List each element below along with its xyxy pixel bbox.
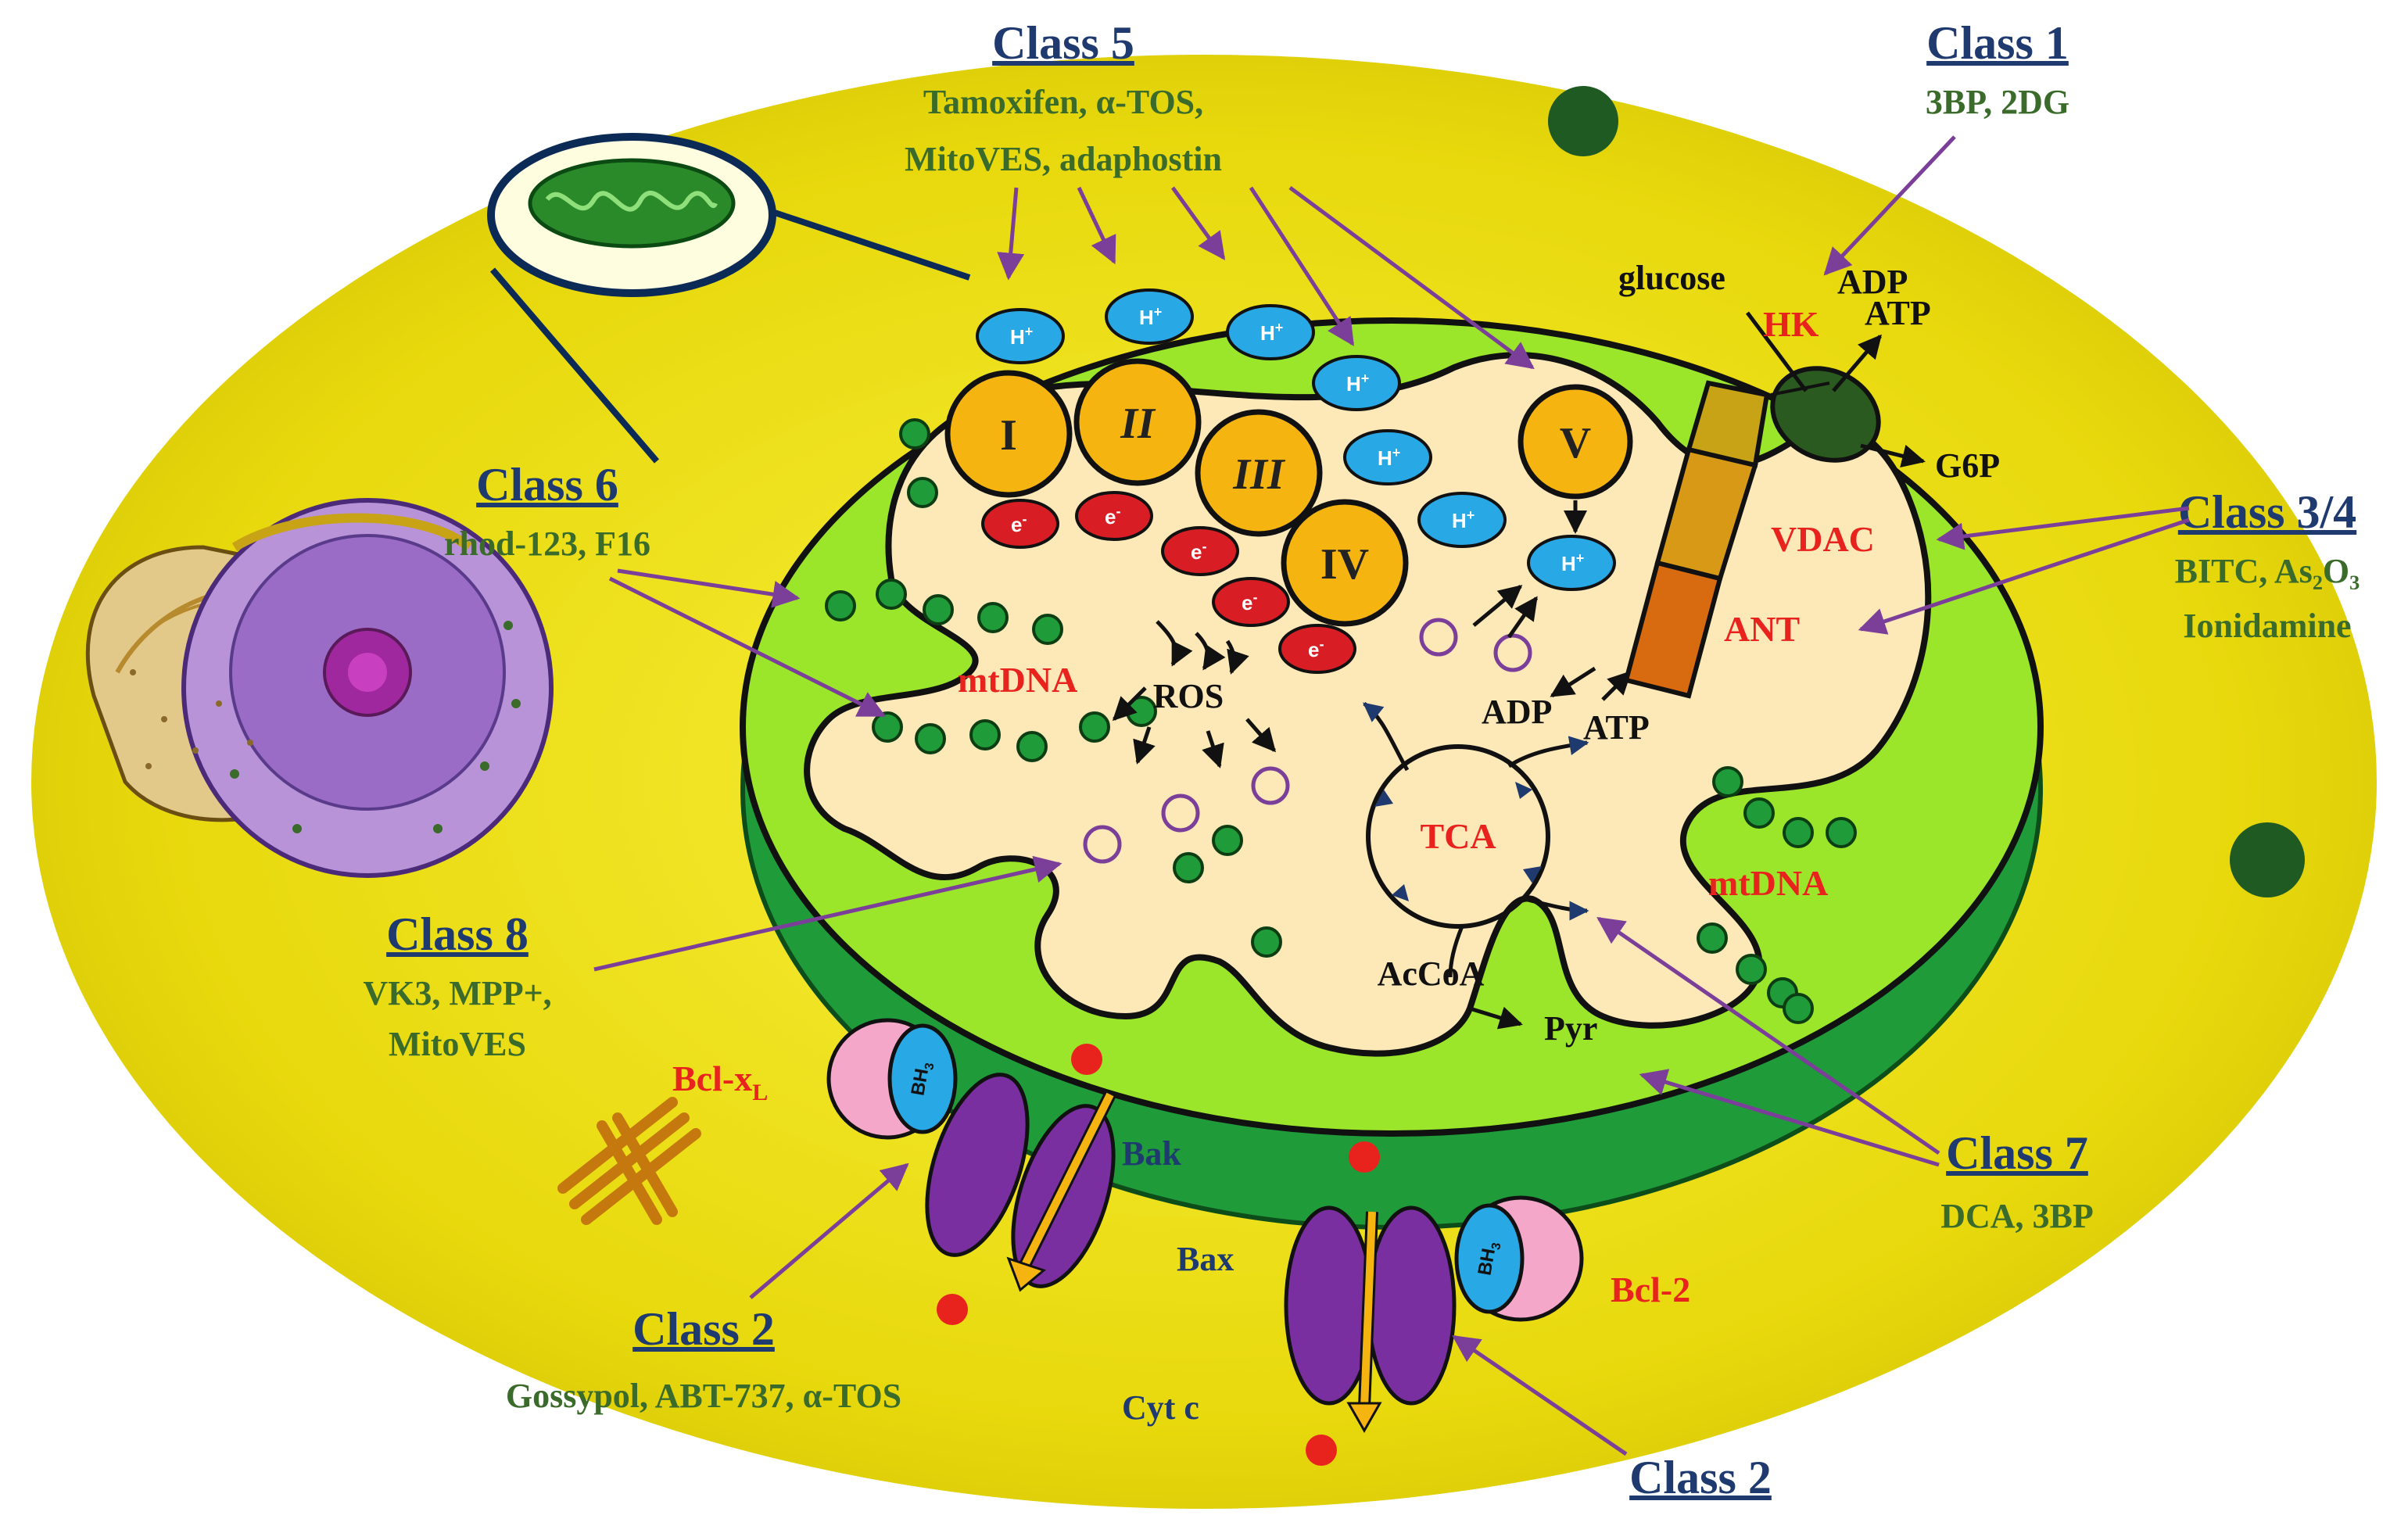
bcl-xl-label: Bcl-xL (672, 1059, 768, 1105)
bh3-domain (1454, 1203, 1525, 1314)
complex-ii-label: II (1120, 399, 1156, 448)
class-34-drugs-line1: BITC, As₂O₃ (2175, 552, 2360, 590)
bak-label: Bak (1122, 1134, 1181, 1173)
acetyl-coa-label: AcCoA (1378, 955, 1485, 993)
proton-label: H+ (1346, 371, 1369, 396)
ant-adp-arrow (1550, 666, 1596, 698)
electron (1161, 526, 1239, 576)
class-5-drugs-line1: Tamoxifen, α-TOS, (923, 83, 1203, 121)
class-6-title: Class 6 (476, 459, 618, 510)
vdac-label: VDAC (1771, 519, 1875, 559)
bak-lobe (925, 1073, 1030, 1257)
bax-pore (1284, 1141, 1584, 1466)
bak-pore (826, 1018, 1116, 1325)
proton-label: H+ (1139, 304, 1162, 329)
class-2b-title: Class 2 (1629, 1452, 1772, 1503)
adp-label: ADP (1482, 693, 1552, 731)
proton-label: H+ (1452, 507, 1475, 532)
channel-complex (1623, 366, 1881, 699)
bh3-label: BH3 (907, 1060, 937, 1098)
glucose-to-hk (1746, 311, 1808, 392)
class-34-drugs-line2: Ionidamine (2183, 607, 2351, 645)
bh3-domain (887, 1023, 958, 1134)
electron (1212, 577, 1290, 627)
proton-label: H+ (1010, 324, 1033, 349)
cyt-c-dot (1349, 1141, 1380, 1173)
cytc-label: Cyt c (1122, 1388, 1199, 1427)
drug-target-arrows (593, 135, 2190, 1456)
mtdna-beads-right (1697, 766, 1857, 1024)
cyt-c-dot (1306, 1435, 1337, 1466)
ant-label: ANT (1724, 609, 1800, 649)
electron-label: e- (1242, 589, 1257, 614)
tca-cycle (1366, 744, 1550, 929)
class-2a-title: Class 2 (632, 1303, 775, 1355)
mitochondrion-inset (487, 133, 971, 464)
electron (1075, 491, 1153, 541)
atp-top-label: ATP (1865, 294, 1931, 332)
class-2a-drugs: Gossypol, ABT-737, α-TOS (506, 1377, 901, 1415)
proton-label: H+ (1260, 320, 1283, 345)
ros-circles (1083, 618, 1532, 864)
class-7-title: Class 7 (1946, 1127, 2088, 1179)
tca-branches (1363, 702, 1589, 978)
glucose-label: glucose (1618, 259, 1725, 297)
electron (981, 499, 1059, 549)
class-8-drugs-line2: MitoVES (389, 1025, 526, 1063)
pyr-label: Pyr (1544, 1009, 1597, 1048)
hk-hatch (1770, 382, 1830, 396)
cell-cross-section (85, 498, 554, 878)
tca-arrowheads (1374, 782, 1542, 901)
complex-group (944, 358, 1633, 627)
proton-group (976, 288, 1616, 591)
proton-label: H+ (1378, 445, 1400, 470)
class-1-title: Class 1 (1926, 17, 2069, 69)
electron (1278, 624, 1356, 674)
proton-label: H+ (1561, 550, 1584, 575)
electron-group (981, 491, 1356, 674)
complex-iv-label: IV (1320, 540, 1369, 589)
bh3-label: BH3 (1474, 1240, 1503, 1277)
class-5-drugs-line2: MitoVES, adaphostin (905, 140, 1222, 178)
tca-label: TCA (1420, 816, 1496, 856)
ros-label: ROS (1153, 677, 1224, 715)
bax-lobe (1366, 1205, 1457, 1406)
g6p-label: G6P (1935, 446, 2000, 485)
class-7-drugs: DCA, 3BP (1940, 1197, 2094, 1235)
bax-label: Bax (1177, 1240, 1234, 1278)
cyt-c-dot (1071, 1044, 1102, 1075)
vesicle-dot (1548, 86, 1618, 156)
bcl2-label: Bcl-2 (1611, 1270, 1690, 1309)
bax-lobe (1284, 1205, 1374, 1406)
flux-arrows (1112, 500, 1587, 768)
electron-label: e- (1105, 503, 1120, 528)
electron-label: e- (1011, 511, 1027, 536)
class-8-title: Class 8 (386, 908, 529, 960)
class-6-drugs: rhod-123, F16 (444, 525, 650, 563)
electron-label: e- (1191, 539, 1206, 564)
electron-label: e- (1308, 636, 1324, 661)
class-8-drugs-line1: VK3, MPP+, (363, 974, 551, 1012)
mtdna-right-label: mtDNA (1708, 863, 1828, 903)
hk-label: HK (1763, 304, 1819, 344)
cyt-c-dot (937, 1294, 968, 1325)
atp-label: ATP (1583, 708, 1650, 747)
cytoskeleton-fibers (557, 1097, 701, 1225)
mtdna-left-label: mtDNA (958, 660, 1077, 700)
complex-i-label: I (1000, 411, 1017, 460)
acetyl-to-pyr-arrow (1469, 1006, 1523, 1030)
hk-to-atp (1832, 334, 1882, 392)
class-1-drugs: 3BP, 2DG (1926, 83, 2069, 121)
hk-to-g6p (1860, 443, 1926, 468)
class-34-title: Class 3/4 (2178, 486, 2356, 538)
complex-v-label: V (1560, 419, 1591, 467)
complex-iii-label: III (1232, 450, 1286, 499)
vesicle-dot (2230, 822, 2305, 897)
class-5-title: Class 5 (992, 17, 1134, 69)
